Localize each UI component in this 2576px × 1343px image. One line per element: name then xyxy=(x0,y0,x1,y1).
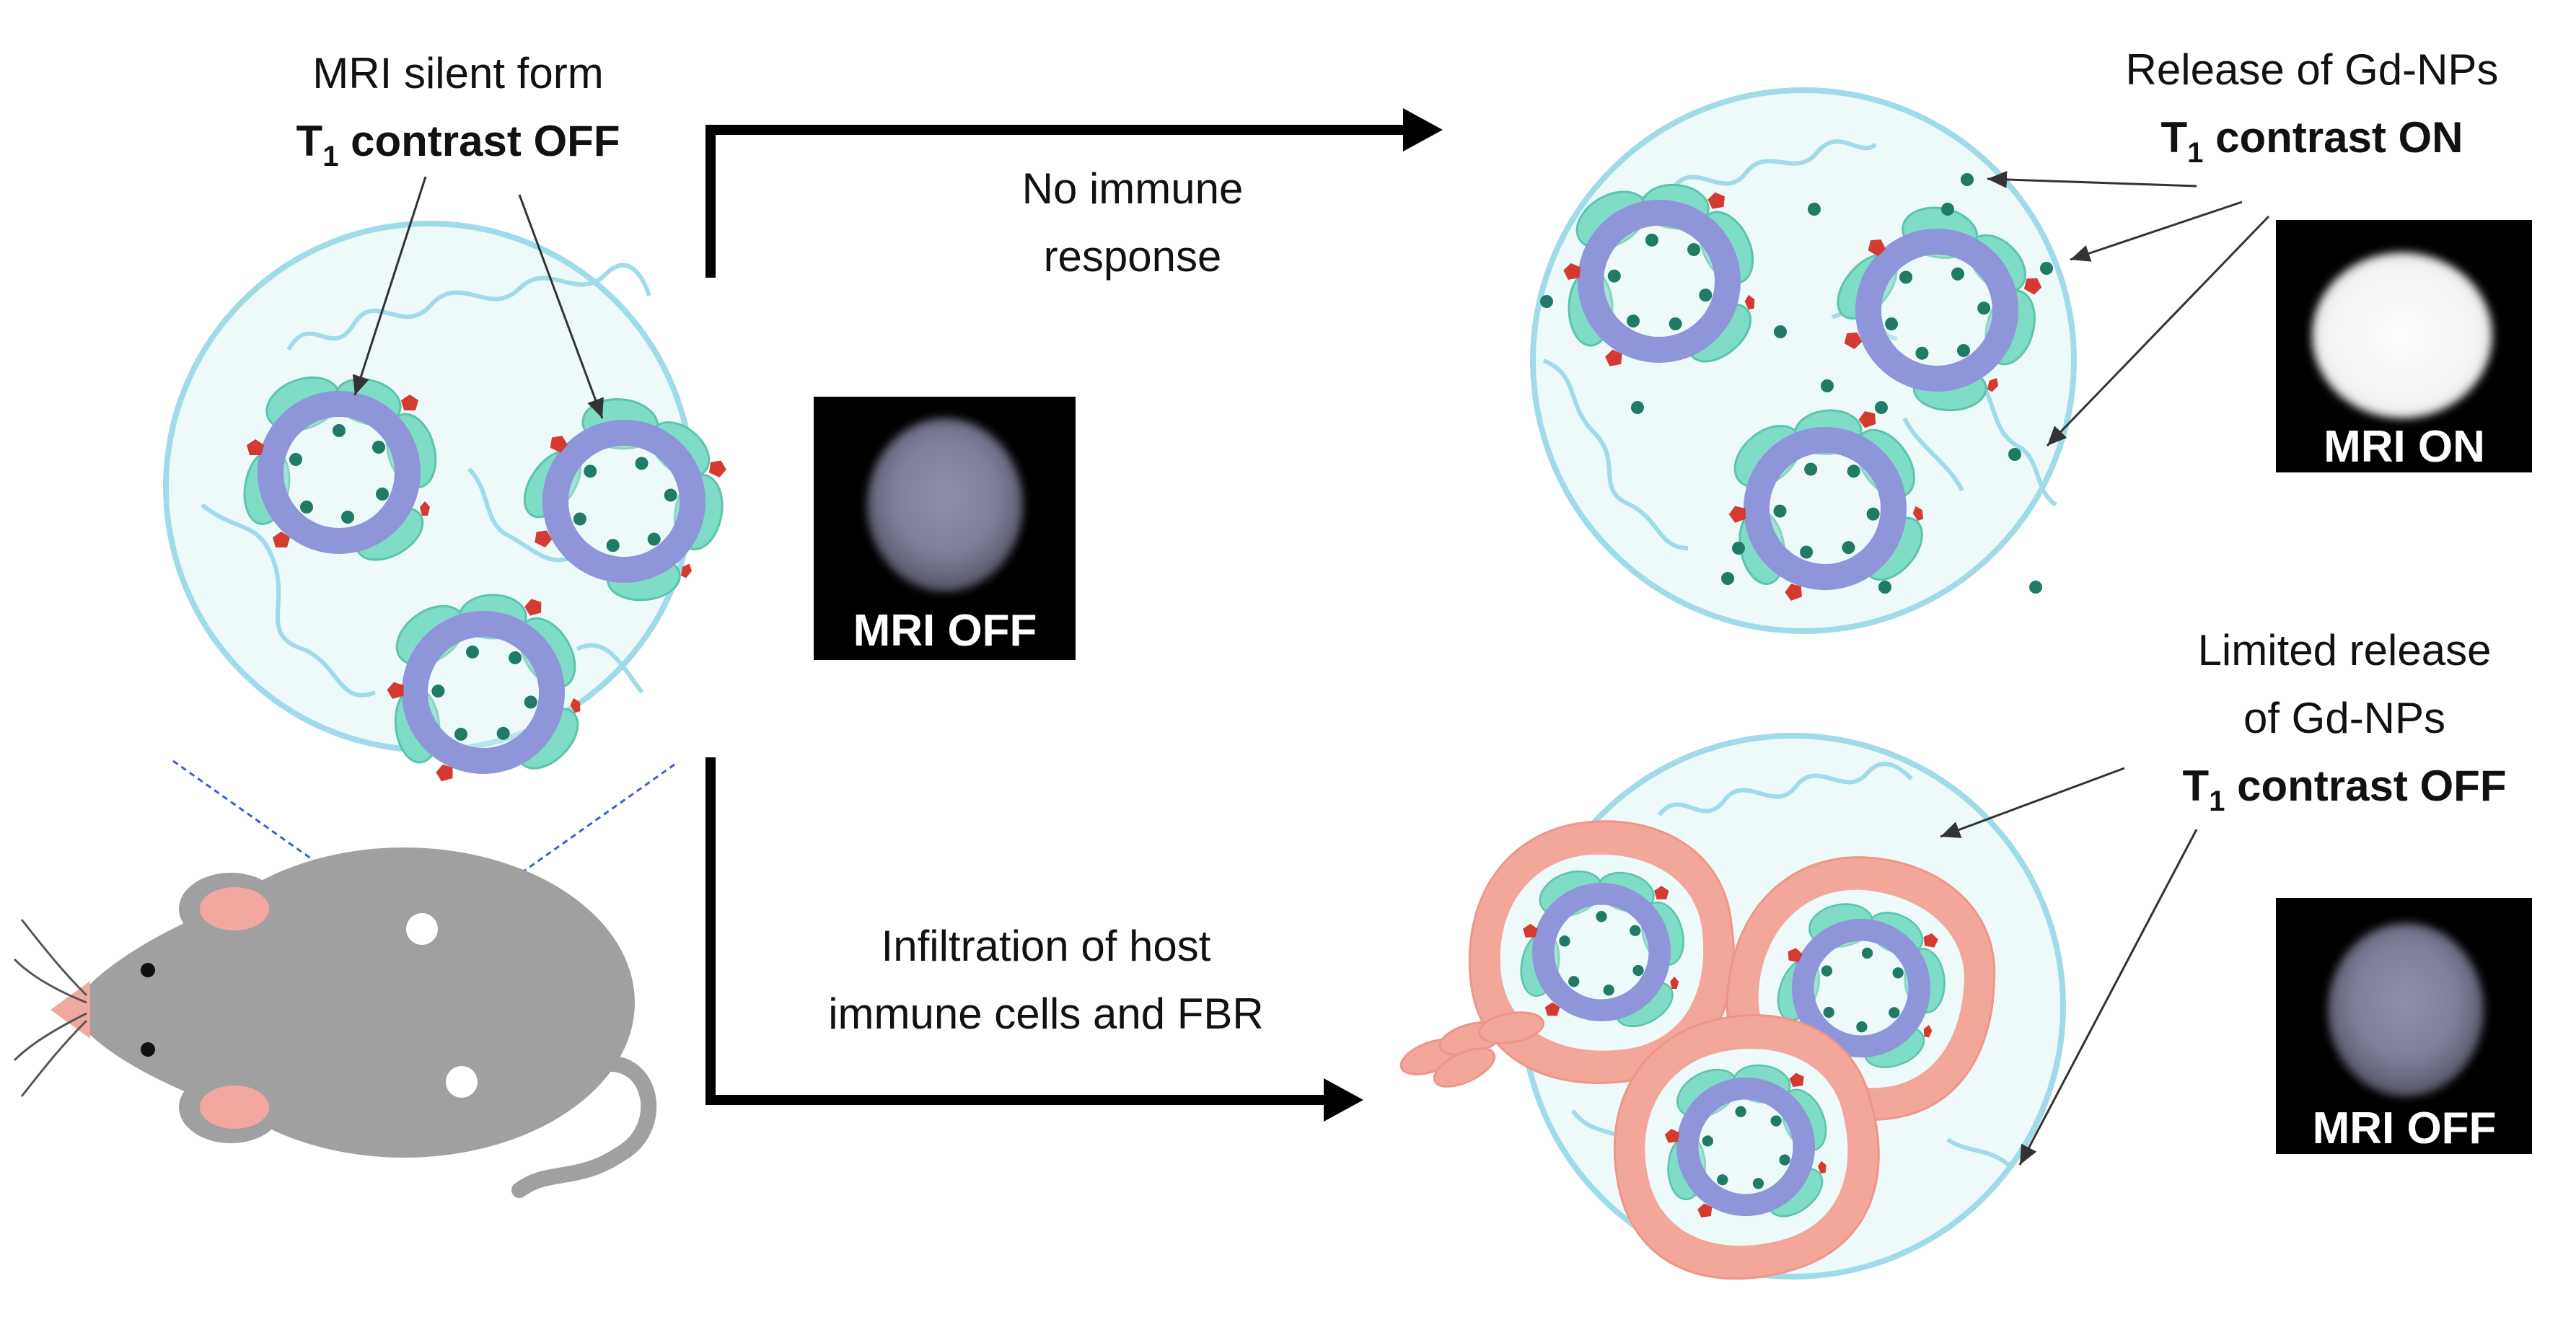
arrowhead-icon xyxy=(1403,108,1443,151)
branch-arrow-top xyxy=(705,125,1407,278)
contrast-text: contrast OFF xyxy=(338,117,620,165)
mri-panel-bottom-right: MRI OFF xyxy=(2276,898,2532,1154)
pointer-arrow xyxy=(2070,201,2243,262)
limited-release-label: Limited release of Gd-NPs T1 contrast OF… xyxy=(2128,617,2561,835)
contrast-t: T xyxy=(2160,113,2188,162)
contrast-t: T xyxy=(2182,762,2210,810)
silent-form-label: MRI silent form T1 contrast OFF xyxy=(245,40,671,190)
contrast-text: contrast ON xyxy=(2203,113,2463,162)
pointer-arrow xyxy=(1987,170,2197,188)
infiltration-line2: immune cells and FBR xyxy=(828,990,1264,1038)
mouse-illustration xyxy=(13,847,657,1198)
limited-contrast: T1 contrast OFF xyxy=(2128,752,2561,835)
mri-panel-left: MRI OFF xyxy=(814,397,1076,660)
mri-caption: MRI ON xyxy=(2324,422,2485,472)
release-circle xyxy=(1533,87,2079,635)
released-nanoparticles xyxy=(1540,173,2053,594)
release-contrast: T1 contrast ON xyxy=(2078,104,2546,187)
no-immune-label: No immune response xyxy=(916,155,1349,291)
release-title: Release of Gd-NPs xyxy=(2125,45,2499,94)
immune-cells xyxy=(1399,1011,1544,1088)
silent-form-circle xyxy=(163,221,762,813)
contrast-text: contrast OFF xyxy=(2225,762,2507,810)
limited-line2: of Gd-NPs xyxy=(2243,694,2446,742)
no-immune-line1: No immune xyxy=(1021,164,1244,213)
silent-form-title: MRI silent form xyxy=(312,49,604,97)
pointer-arrow xyxy=(2046,215,2270,447)
silent-form-contrast: T1 contrast OFF xyxy=(245,107,671,190)
zoom-line xyxy=(439,763,675,932)
mri-panel-top-right: MRI ON xyxy=(2276,220,2532,472)
fbr-circle xyxy=(1469,733,2066,1295)
limited-line1: Limited release xyxy=(2197,626,2492,674)
pointer-arrow xyxy=(2018,829,2198,1166)
pointer-arrow xyxy=(518,194,604,419)
branch-arrow-bottom xyxy=(705,757,1327,1105)
contrast-subscript: 1 xyxy=(322,141,339,172)
pointer-arrow xyxy=(1940,767,2125,838)
infiltration-line1: Infiltration of host xyxy=(881,922,1211,970)
mri-caption: MRI OFF xyxy=(853,606,1037,656)
infiltration-label: Infiltration of host immune cells and FB… xyxy=(765,912,1327,1048)
no-immune-line2: response xyxy=(1043,232,1222,281)
zoom-line xyxy=(172,759,408,928)
mri-caption: MRI OFF xyxy=(2313,1104,2497,1153)
contrast-t: T xyxy=(296,117,323,165)
contrast-subscript: 1 xyxy=(2187,137,2204,169)
release-label: Release of Gd-NPs T1 contrast ON xyxy=(2078,36,2546,187)
arrowhead-icon xyxy=(1324,1078,1363,1122)
pointer-arrow xyxy=(352,176,427,396)
contrast-subscript: 1 xyxy=(2209,785,2225,817)
